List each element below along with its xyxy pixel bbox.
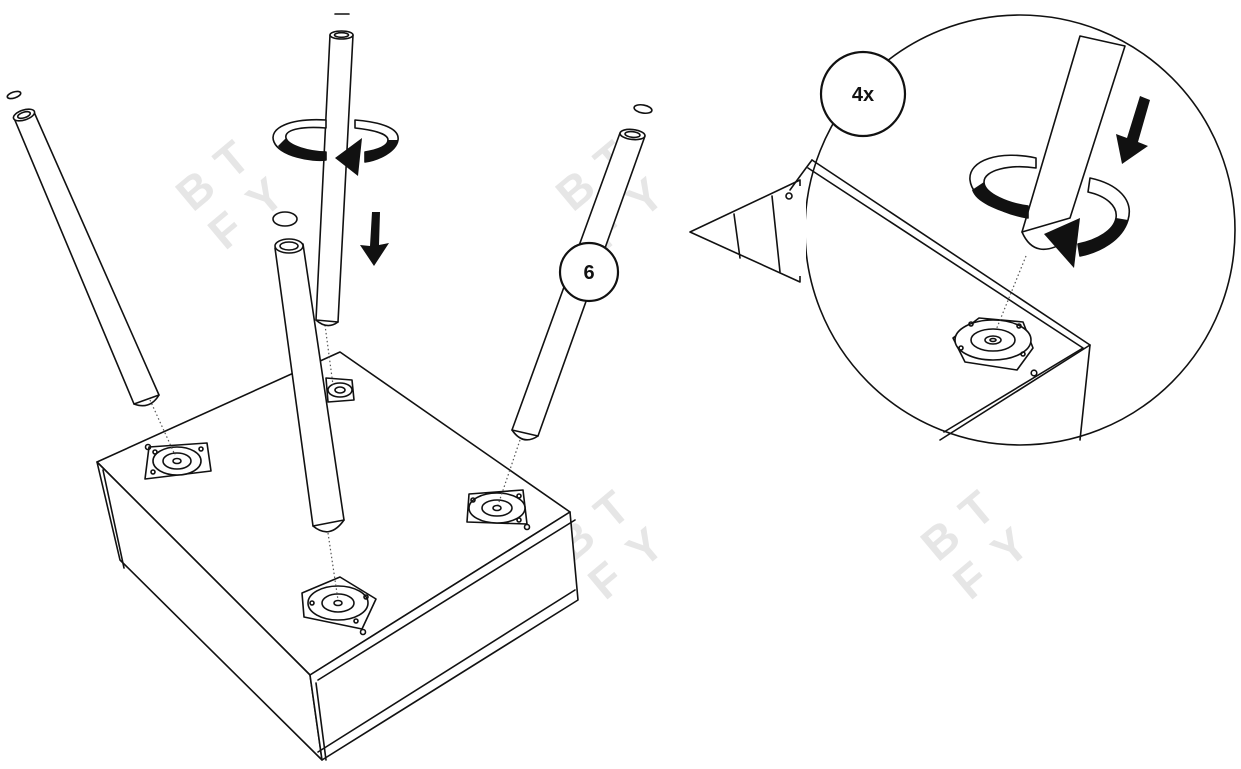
cabinet-edge-line [317, 519, 576, 681]
down-arrow-icon [1116, 96, 1150, 164]
floor-glide [272, 211, 298, 227]
screw-icon [785, 192, 793, 200]
leg-left [6, 90, 160, 407]
floor-glide [6, 90, 22, 100]
leg-mounting-plate-icon [301, 576, 377, 630]
rotate-arrow-icon [272, 118, 399, 176]
leg-mounting-plate-icon [325, 377, 355, 403]
leg-mounting-plate-icon [466, 489, 528, 525]
cabinet [96, 351, 579, 761]
step-number: 6 [583, 262, 594, 284]
guide-line [497, 439, 521, 506]
step-badge: 6 [558, 241, 620, 303]
cabinet-edge-line [102, 469, 125, 569]
screw-icon [144, 443, 152, 451]
guide-line [327, 532, 339, 601]
leg-mounting-plate-icon [144, 442, 212, 480]
screw-icon [359, 628, 367, 636]
detail-callout: 4x [689, 14, 1236, 446]
floor-glide [633, 103, 653, 115]
callout-pointer [689, 179, 801, 283]
leg-back [315, 13, 354, 327]
quantity-label: 4x [852, 84, 874, 106]
quantity-badge: 4x [819, 50, 907, 138]
screw-icon [523, 523, 531, 531]
detail-leg [1021, 35, 1126, 233]
cabinet-edge-line [317, 589, 576, 753]
watermark: B T F Y [911, 481, 1038, 609]
cabinet-right-face [309, 511, 579, 761]
rotate-arrow-icon [969, 154, 1130, 268]
down-arrow-icon [360, 212, 389, 266]
watermark: B T F Y [166, 131, 293, 259]
screw-icon [1030, 369, 1038, 377]
leg-mounting-plate-icon [952, 317, 1034, 371]
leg-front [272, 211, 345, 533]
